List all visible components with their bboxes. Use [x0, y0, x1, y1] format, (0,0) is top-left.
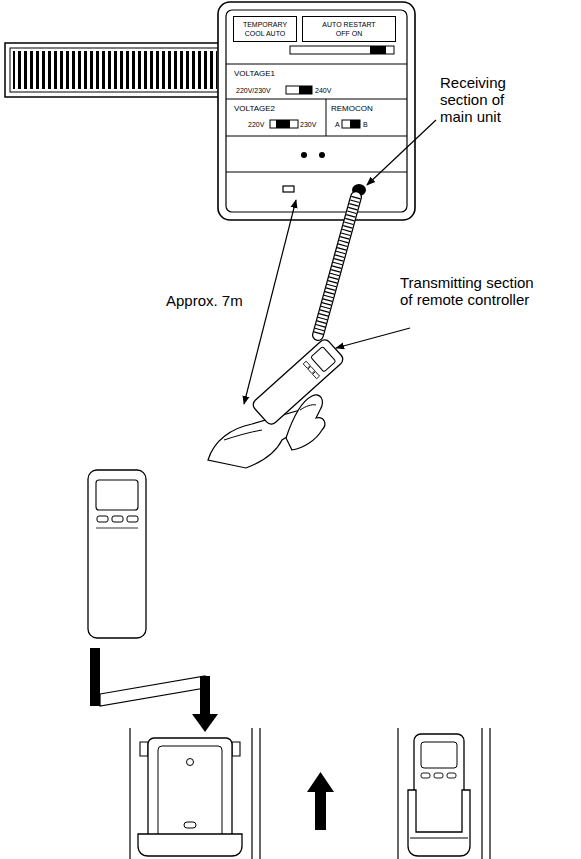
switch-label: COOL AUTO — [245, 29, 285, 38]
callout-text: Transmitting section of remote controlle… — [400, 274, 550, 308]
switch-knob — [276, 120, 290, 128]
slide-switch — [342, 120, 360, 128]
panel-label: B — [363, 120, 368, 129]
remote-body — [414, 734, 464, 840]
holder-clip — [140, 742, 148, 756]
panel-divider — [226, 136, 407, 137]
wall-line — [251, 728, 252, 859]
panel-label: 230V — [300, 120, 316, 129]
holder-plate — [148, 738, 232, 850]
indicator-lamp — [301, 152, 307, 158]
switch-label: TEMPORARY — [243, 20, 287, 29]
panel-outer — [218, 2, 415, 220]
screw-hole — [187, 759, 194, 766]
slide-switch — [290, 46, 394, 54]
switch-knob — [370, 46, 386, 54]
panel-label: VOLTAGE2 — [234, 104, 275, 114]
grille-frame — [5, 43, 225, 97]
push-up-arrow — [307, 772, 334, 830]
remote-seam — [96, 528, 138, 529]
beam-body — [318, 197, 356, 335]
remote-button — [421, 773, 430, 778]
switch-knob — [299, 86, 312, 94]
arrow-head — [307, 772, 334, 792]
remote-screen — [96, 480, 138, 510]
remote-body — [88, 470, 146, 638]
holder-tray — [138, 834, 242, 856]
finger-line — [224, 430, 262, 440]
remote-button — [97, 516, 108, 522]
panel-divider — [326, 99, 327, 136]
remote-button — [447, 773, 456, 778]
hands — [286, 395, 325, 450]
remote-button — [112, 516, 123, 522]
remote-button — [308, 366, 315, 373]
panel-label: 220V — [248, 120, 264, 129]
remote-screen — [311, 346, 336, 372]
arrow-band — [100, 676, 205, 706]
holder-tray — [408, 790, 470, 856]
wall-line — [481, 728, 482, 859]
remote-button — [303, 361, 310, 368]
panel-label: VOLTAGE1 — [234, 69, 275, 79]
arrow-head — [192, 714, 218, 732]
switch-label: AUTO RESTART — [322, 20, 375, 29]
panel-divider — [226, 64, 407, 65]
leader-line — [336, 328, 410, 348]
wall-holder — [130, 728, 260, 859]
slide-switch — [286, 86, 312, 94]
wall-holder — [398, 728, 490, 859]
grille-inner — [10, 48, 220, 92]
remote-screen — [421, 742, 457, 768]
wall-line — [259, 728, 260, 859]
arrow-bar — [315, 790, 326, 830]
beam-outline — [318, 197, 356, 335]
switch-box: AUTO RESTARTOFF ON — [302, 16, 396, 42]
air-grille — [5, 43, 225, 97]
switch-box: TEMPORARYCOOL AUTO — [233, 16, 297, 42]
grille-slats — [13, 51, 217, 89]
slide-switch — [270, 120, 298, 128]
panel-label: A — [335, 120, 340, 129]
main-unit-panel — [218, 2, 415, 220]
holder-clip — [232, 742, 240, 756]
panel-label: REMOCON — [331, 104, 373, 114]
signal-beam — [318, 197, 356, 335]
holder-edge — [410, 838, 468, 839]
callout-text: Approx. 7m — [166, 292, 243, 309]
switch-label: OFF ON — [336, 29, 362, 38]
switch-knob — [350, 120, 360, 128]
remote-controller — [88, 470, 146, 638]
wall-line — [489, 728, 490, 859]
indicator-lamp — [319, 152, 325, 158]
beam-ribs — [318, 197, 356, 335]
panel-label: 240V — [315, 86, 331, 95]
wall-line — [397, 728, 398, 859]
holder-recess — [158, 746, 222, 842]
panel-label: 220V/230V — [236, 86, 271, 95]
sensor-window — [283, 186, 294, 192]
panel-inner — [226, 10, 407, 212]
arrow-bar — [90, 648, 100, 706]
right-hand — [286, 395, 325, 450]
panel-divider — [226, 99, 407, 100]
arrow-bar — [200, 676, 210, 716]
remote-button — [434, 773, 443, 778]
insert-arrow — [90, 648, 218, 732]
remote-button — [313, 372, 320, 379]
callout-text: Receiving section of main unit — [440, 74, 540, 125]
remote-button — [127, 516, 138, 522]
screw-hole — [184, 822, 196, 828]
wall-line — [129, 728, 130, 859]
finger-line — [300, 405, 316, 410]
leader-line — [367, 120, 436, 185]
